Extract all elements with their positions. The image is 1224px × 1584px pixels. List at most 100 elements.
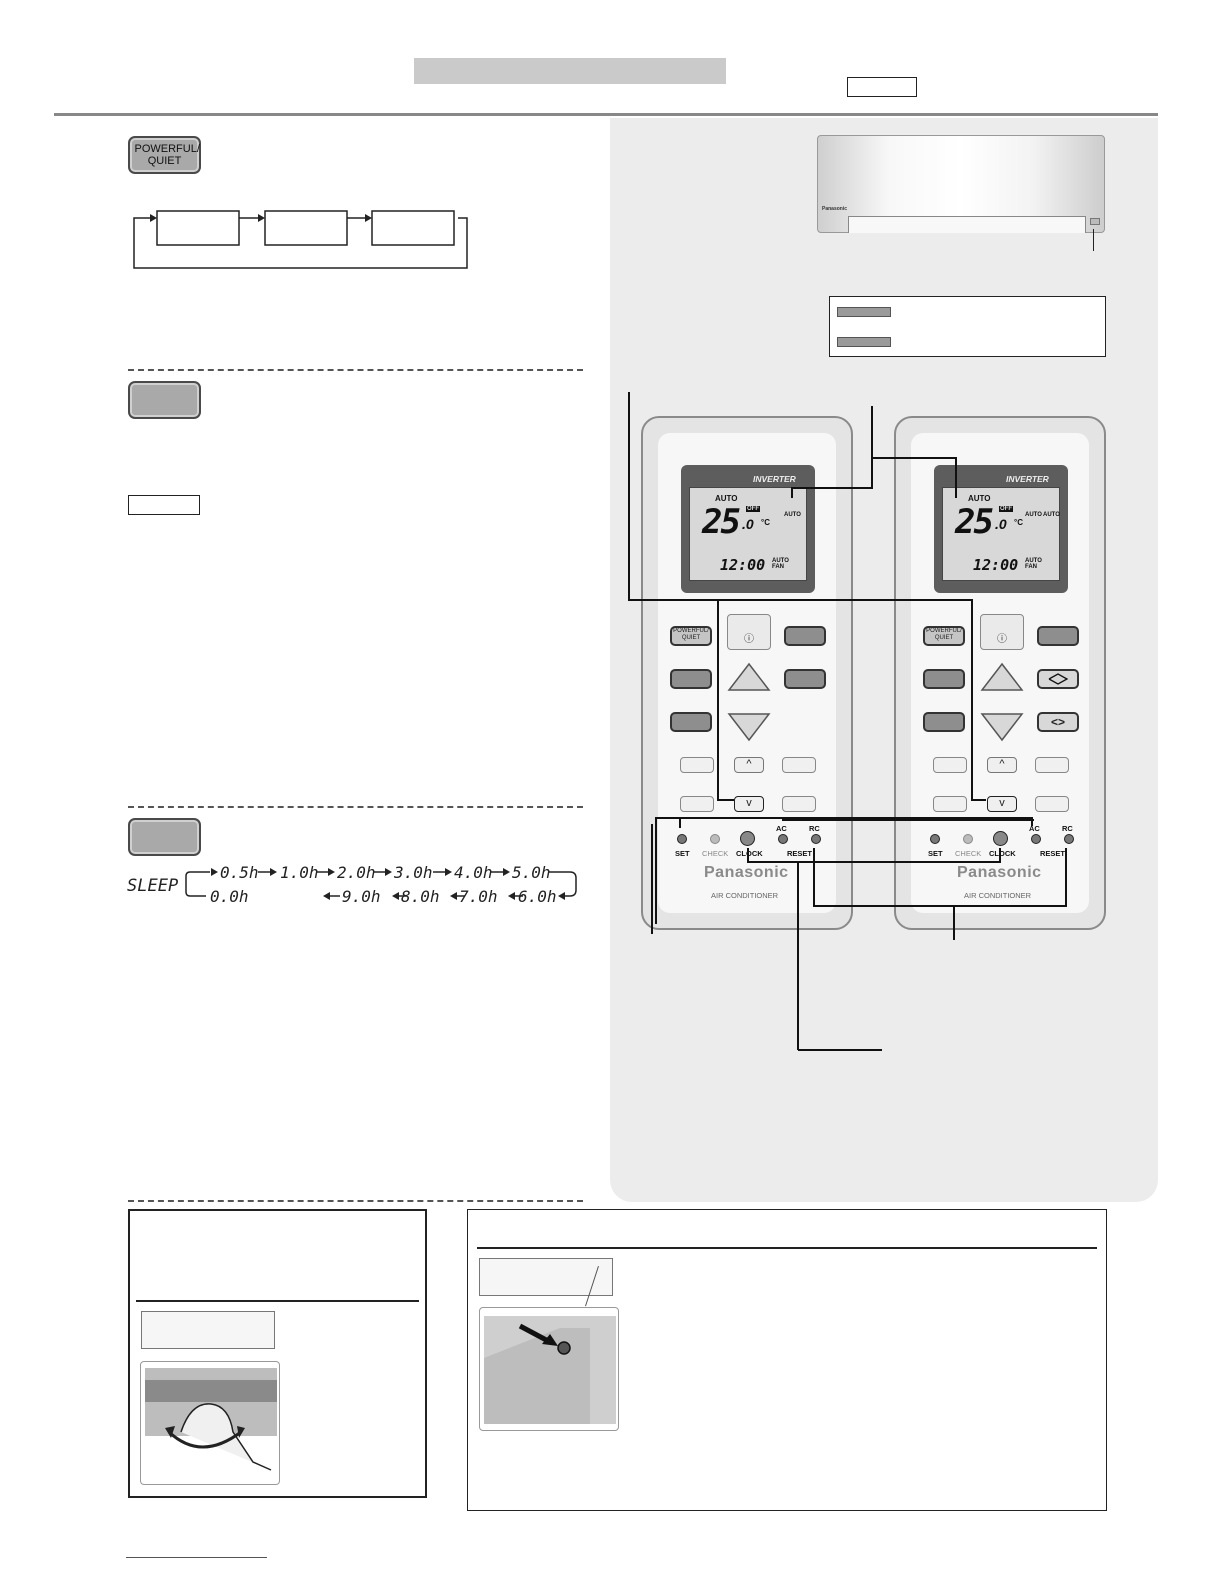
chevron-down-icon: v [999, 797, 1005, 809]
sleep-sequence-arrows [185, 868, 577, 900]
section-divider-3 [128, 1200, 583, 1202]
remote-1-button-mid-left[interactable] [670, 669, 712, 689]
sleep-step-3: 3.0h [394, 863, 433, 882]
remote-2-clock-button[interactable] [993, 831, 1008, 846]
swing-vertical-icon [1048, 673, 1069, 685]
up-triangle-icon [727, 662, 771, 691]
remote-1-button-top-right[interactable] [784, 626, 826, 646]
indoor-unit-small [141, 1311, 275, 1349]
sleep-step-8: 8.0h [401, 887, 440, 906]
remote-2-rc-reset-button[interactable] [1064, 834, 1074, 844]
remote-1-powerful-quiet-button[interactable]: POWERFUL/ QUIET [670, 626, 712, 646]
mode-box-3 [371, 210, 455, 246]
receiver-pointer-line [1093, 229, 1094, 251]
remote-1-light-button-1[interactable] [680, 757, 714, 773]
power-icon: ⓘ [997, 634, 1007, 645]
remote-2-check-button[interactable] [963, 834, 973, 844]
sleep-label: SLEEP [127, 876, 179, 896]
remote-1-light-button-3[interactable] [680, 796, 714, 812]
remote-1-rc-reset-button[interactable] [811, 834, 821, 844]
sleep-step-1: 1.0h [280, 863, 319, 882]
sleep-step-reset: 0.0h [210, 887, 249, 906]
remote-1-button-low-left[interactable] [670, 712, 712, 732]
remote-2-button-low-left[interactable] [923, 712, 965, 732]
sleep-step-0: 0.5h [220, 863, 259, 882]
remote-1-light-button-2[interactable] [782, 757, 816, 773]
remote-1-light-button-4[interactable] [782, 796, 816, 812]
section-divider-2 [128, 806, 583, 808]
remote-2-powerful-quiet-button[interactable]: POWERFUL/ QUIET [923, 626, 965, 646]
remote-2-light-button-4[interactable] [1035, 796, 1069, 812]
remote-1-set-button[interactable] [677, 834, 687, 844]
section-divider-1 [128, 369, 583, 371]
chevron-up-icon: ^ [746, 758, 752, 770]
remote-1-check-button[interactable] [710, 834, 720, 844]
up-triangle-icon [980, 662, 1024, 691]
remote-2-set-button[interactable] [930, 834, 940, 844]
remote-1-brand: Panasonic [704, 864, 789, 881]
note-box [128, 495, 200, 515]
remote-1-lcd: INVERTER AUTO 25 .0 °C OFF AUTO 12:00 AU… [681, 465, 815, 593]
header-title-bar [414, 58, 726, 84]
mode-button[interactable] [128, 381, 201, 419]
powerful-quiet-label: POWERFUL/ QUIET [134, 143, 200, 167]
indoor-unit-brand: Panasonic [822, 206, 848, 212]
callout-leader-lines [628, 392, 1067, 1051]
remote-2-temp-buttons[interactable] [980, 662, 1024, 742]
remote-2-button-mid-left[interactable] [923, 669, 965, 689]
remote-2-down-arrow-button[interactable]: v [987, 796, 1017, 812]
legend-swatch-2 [837, 337, 891, 347]
sleep-step-9: 9.0h [342, 887, 381, 906]
chevron-down-icon: v [746, 797, 752, 809]
remote-2-ac-reset-button[interactable] [1031, 834, 1041, 844]
remote-1-down-arrow-button[interactable]: v [734, 796, 764, 812]
inverter-logo: INVERTER [753, 474, 796, 484]
manual-operation-box [128, 1209, 427, 1498]
remote-1-ac-reset-button[interactable] [778, 834, 788, 844]
remote-2-light-button-1[interactable] [933, 757, 967, 773]
down-triangle-icon [727, 713, 771, 742]
down-triangle-icon [980, 713, 1024, 742]
chevron-up-icon: ^ [999, 758, 1005, 770]
remote-1-up-arrow-button[interactable]: ^ [734, 757, 764, 773]
remote-2-light-button-2[interactable] [1035, 757, 1069, 773]
footer-link[interactable] [126, 1557, 267, 1558]
remote-control-1: INVERTER AUTO 25 .0 °C OFF AUTO 12:00 AU… [641, 416, 853, 930]
mode-box-2 [264, 210, 348, 246]
remote-2-brand: Panasonic [957, 864, 1042, 881]
legend-box [829, 296, 1106, 357]
remote-2-vertical-swing-button[interactable] [1037, 669, 1079, 689]
sleep-step-7: 7.0h [459, 887, 498, 906]
mode-cycle-diagram [133, 210, 468, 269]
remote-2-up-arrow-button[interactable]: ^ [987, 757, 1017, 773]
remote-2-button-top-right[interactable] [1037, 626, 1079, 646]
sleep-step-5: 5.0h [512, 863, 551, 882]
power-icon: ⓘ [744, 634, 754, 645]
hand-icon [145, 1368, 277, 1471]
remote-1-button-mid-right[interactable] [784, 669, 826, 689]
swing-horizontal-icon: <> [1050, 715, 1065, 729]
switch-location-illustration [479, 1307, 619, 1431]
legend-swatch-1 [837, 307, 891, 317]
header-page-box [847, 77, 917, 97]
remote-2-power-button[interactable]: ⓘ [980, 614, 1024, 650]
remote-2-light-button-3[interactable] [933, 796, 967, 812]
header-rule [54, 113, 1158, 116]
hand-operation-illustration [140, 1361, 280, 1485]
auto-off-switch-box [467, 1209, 1107, 1511]
receiver-window [1090, 218, 1100, 225]
box-divider [136, 1300, 419, 1302]
remote-1-clock-button[interactable] [740, 831, 755, 846]
powerful-quiet-button[interactable]: POWERFUL/ QUIET [128, 136, 201, 174]
remote-2-horizontal-swing-button[interactable]: <> [1037, 712, 1079, 732]
sleep-step-4: 4.0h [454, 863, 493, 882]
inverter-logo: INVERTER [1006, 474, 1049, 484]
sleep-button[interactable] [128, 818, 201, 856]
remote-1-temp-buttons[interactable] [727, 662, 771, 742]
remote-1-power-button[interactable]: ⓘ [727, 614, 771, 650]
mode-box-1 [156, 210, 240, 246]
sleep-step-6: 6.0h [518, 887, 557, 906]
box-divider [477, 1247, 1097, 1249]
sleep-step-2: 2.0h [337, 863, 376, 882]
indoor-unit-illustration: Panasonic [817, 135, 1105, 233]
